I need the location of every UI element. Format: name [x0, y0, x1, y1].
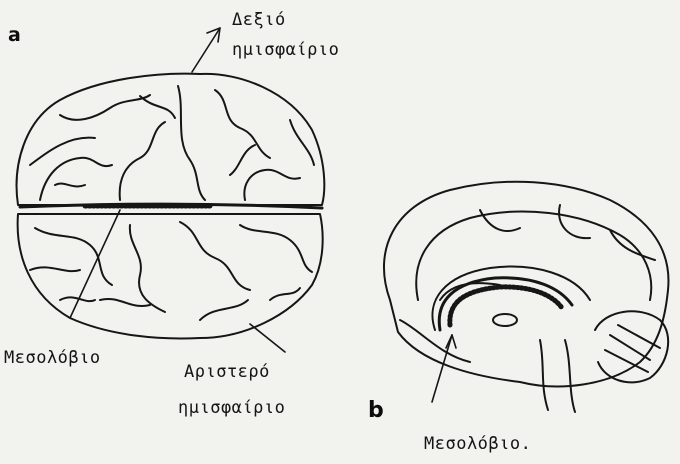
right-hemisphere-label-line2: ημισφαίριο — [232, 40, 339, 60]
corpus-callosum-label-a: Μεσολόβιο — [4, 348, 101, 368]
corpus-callosum-label-b: Μεσολόβιο. — [424, 434, 531, 454]
corpus-callosum-band — [20, 204, 322, 208]
right-hemisphere-label-line1: Δεξιό — [232, 10, 286, 30]
left-hemisphere — [18, 214, 323, 338]
cerebellum — [540, 311, 668, 412]
sagittal-brain — [384, 182, 668, 387]
panel-label-b: b — [368, 398, 384, 423]
panel-label-a: a — [8, 24, 21, 46]
left-hemisphere-label-line2: ημισφαίριο — [178, 398, 285, 418]
right-hemisphere — [17, 74, 325, 205]
left-hemisphere-label-line1: Αριστερό — [184, 362, 270, 382]
